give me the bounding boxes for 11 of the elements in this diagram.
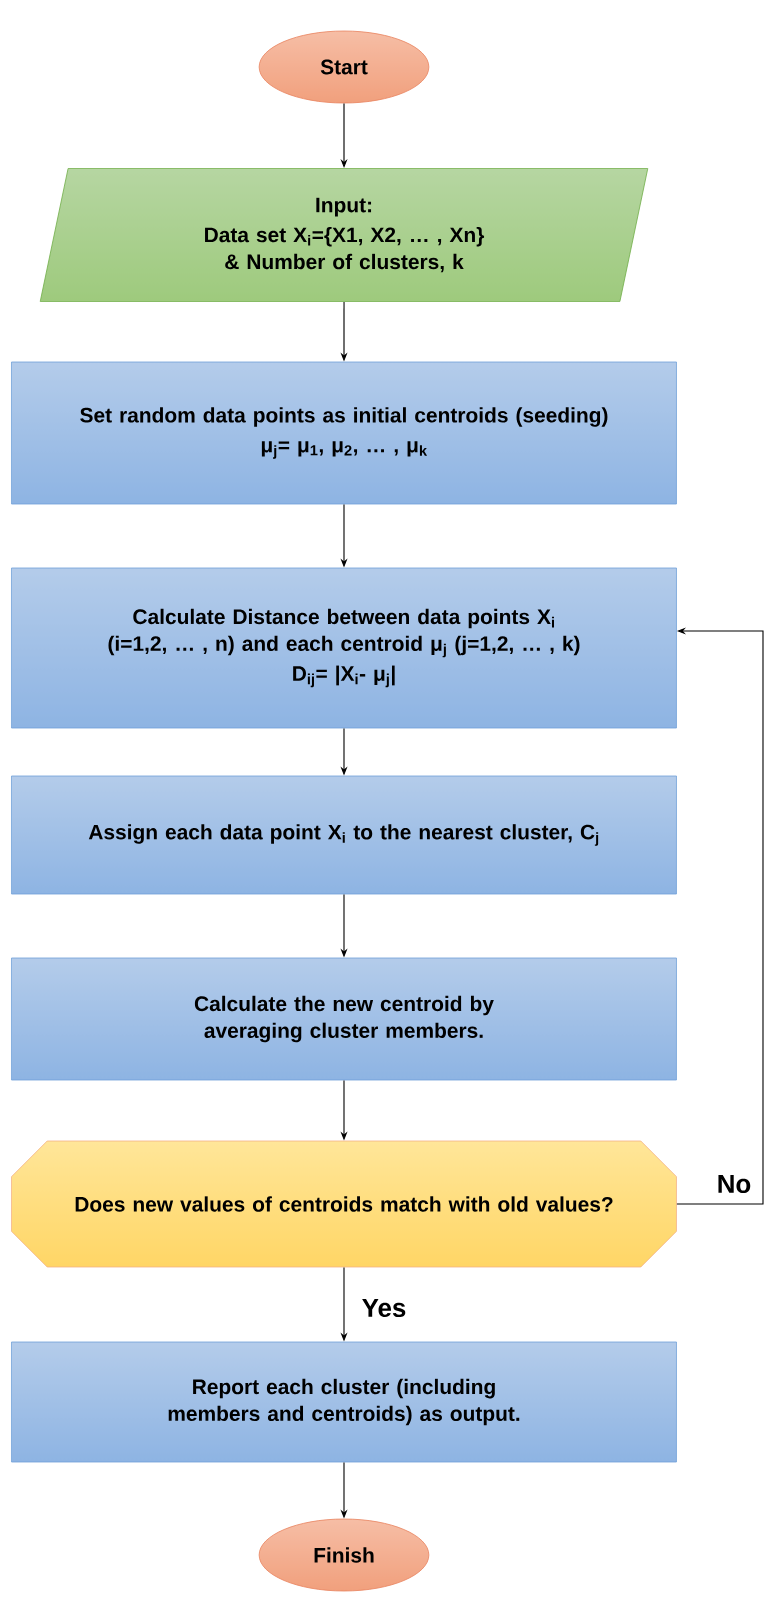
- process-box: Assign each data point X$_{i}$ to the nearest cluster, C$_{j}$: [11, 775, 677, 895]
- terminal-oval: Finish: [258, 1518, 430, 1592]
- process-box: Calculate the new centroid by averaging cluster members.: [11, 957, 677, 1081]
- terminal-oval: Start: [258, 30, 430, 104]
- process-box: Set random data points as initial centroids (seeding) μ$_{j}$= μ$_{1}$, μ$_{2}$, … , μ$_{k}$: [11, 361, 677, 505]
- edge-label: Yes: [360, 1297, 408, 1319]
- edge-label: No: [715, 1173, 753, 1195]
- decision-octagon: Does new values of centroids match with old values?: [11, 1140, 677, 1268]
- input-parallelogram: Input: Data set X$_{i}$={X1, X2, … , Xn} & Number of clusters, k: [39, 168, 649, 302]
- process-box: Report each cluster (including members and centroids) as output.: [11, 1341, 677, 1463]
- process-box: Calculate Distance between data points X$_{i}$ (i=1,2, … , n) and each centroid μ$_{j}$ (j=1,2, … , k) D$_{ij}$= |X$_{i}$- μ$_{j}$|: [11, 567, 677, 729]
